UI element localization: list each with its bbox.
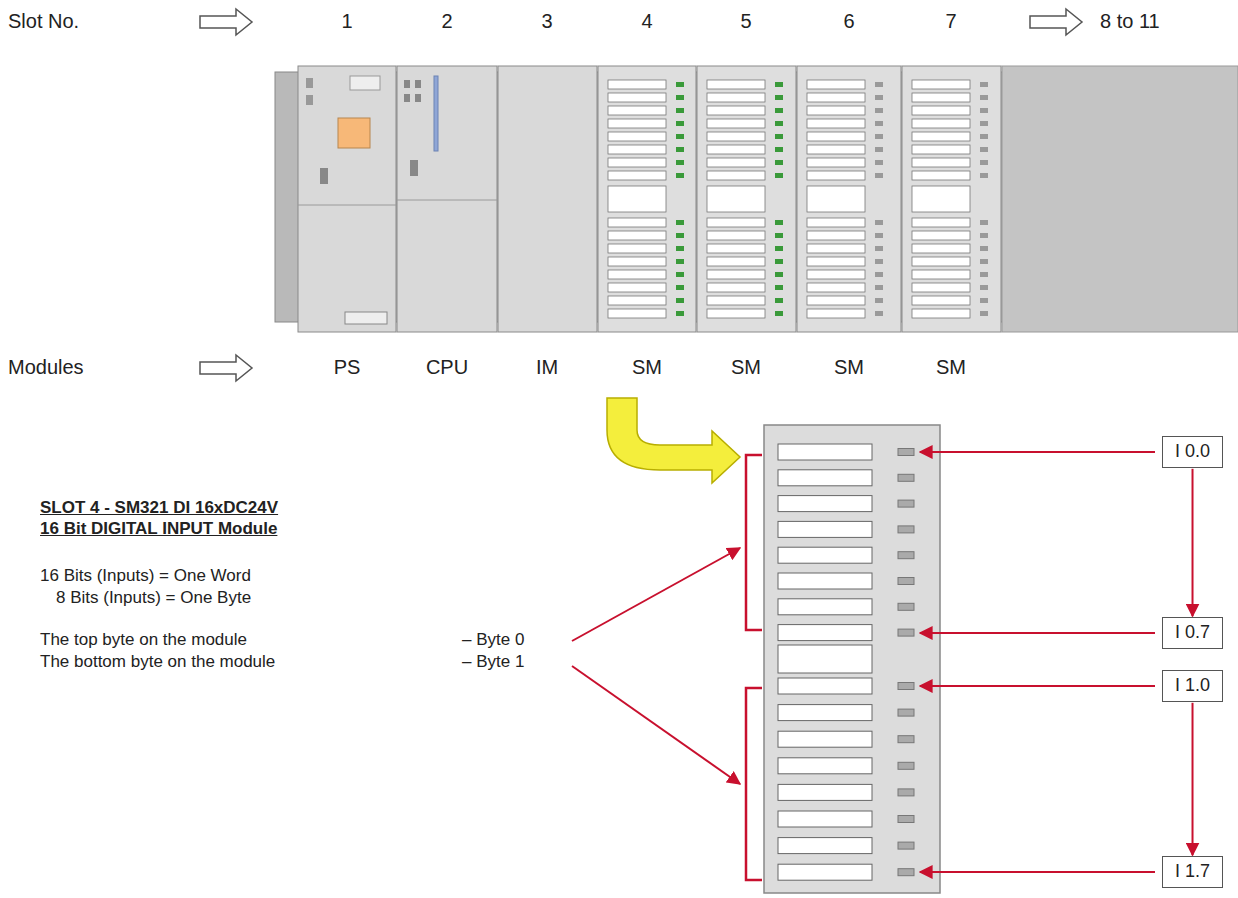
- leader-line: [572, 666, 740, 784]
- note: The top byte on the module: [40, 630, 247, 650]
- cpu-module: [397, 66, 497, 332]
- leader-line: [920, 632, 1155, 634]
- axis-heading: Modules: [8, 356, 84, 379]
- address-text: I 1.7: [1175, 861, 1210, 881]
- zoom-arrow: [607, 398, 740, 483]
- slot-number: 7: [945, 10, 956, 33]
- module-name: CPU: [426, 356, 468, 379]
- slot-number: 6: [843, 10, 854, 33]
- leader-line: [920, 871, 1155, 873]
- address-range-arrow: [1192, 703, 1194, 855]
- hollow-arrow: [1030, 9, 1082, 35]
- slot-number: 3: [541, 10, 552, 33]
- empty-slots: [1002, 66, 1238, 332]
- slot-number: 5: [740, 10, 751, 33]
- module-name: IM: [536, 356, 558, 379]
- note: 16 Bits (Inputs) = One Word: [40, 566, 251, 586]
- signal-module: [797, 66, 901, 332]
- power-supply-module: [298, 66, 396, 332]
- signal-module: [598, 66, 696, 332]
- axis-heading: Slot No.: [8, 10, 79, 33]
- signal-module: [902, 66, 1001, 332]
- address-text: I 0.7: [1175, 622, 1210, 642]
- address-box: I 0.0: [1162, 436, 1223, 468]
- note: The bottom byte on the module: [40, 652, 275, 672]
- address-box: I 0.7: [1162, 617, 1223, 649]
- slot-number: 2: [441, 10, 452, 33]
- signal-module: [697, 66, 796, 332]
- byte-bracket: [746, 455, 762, 630]
- module-title: 16 Bit DIGITAL INPUT Module: [40, 519, 277, 539]
- module-name: SM: [834, 356, 864, 379]
- note: 8 Bits (Inputs) = One Byte: [56, 588, 251, 608]
- address-range-arrow: [1192, 469, 1194, 616]
- module-name: SM: [632, 356, 662, 379]
- leader-line: [920, 685, 1155, 687]
- address-text: I 0.0: [1175, 441, 1210, 461]
- leader-line: [920, 451, 1155, 453]
- enlarged-input-module: [764, 425, 940, 893]
- module-name: SM: [936, 356, 966, 379]
- slot-number: 1: [341, 10, 352, 33]
- module-title: SLOT 4 - SM321 DI 16xDC24V: [40, 498, 278, 518]
- byte-label: – Byte 1: [462, 652, 524, 672]
- address-box: I 1.7: [1162, 856, 1223, 888]
- address-box: I 1.0: [1162, 670, 1223, 702]
- slot-range: 8 to 11: [1100, 10, 1160, 33]
- byte-bracket: [746, 688, 762, 880]
- hollow-arrow: [200, 9, 252, 35]
- slot-number: 4: [641, 10, 652, 33]
- leader-line: [572, 548, 740, 641]
- interface-module: [498, 66, 597, 332]
- module-name: SM: [731, 356, 761, 379]
- hollow-arrow: [200, 355, 252, 381]
- address-text: I 1.0: [1175, 675, 1210, 695]
- byte-label: – Byte 0: [462, 630, 524, 650]
- module-name: PS: [334, 356, 361, 379]
